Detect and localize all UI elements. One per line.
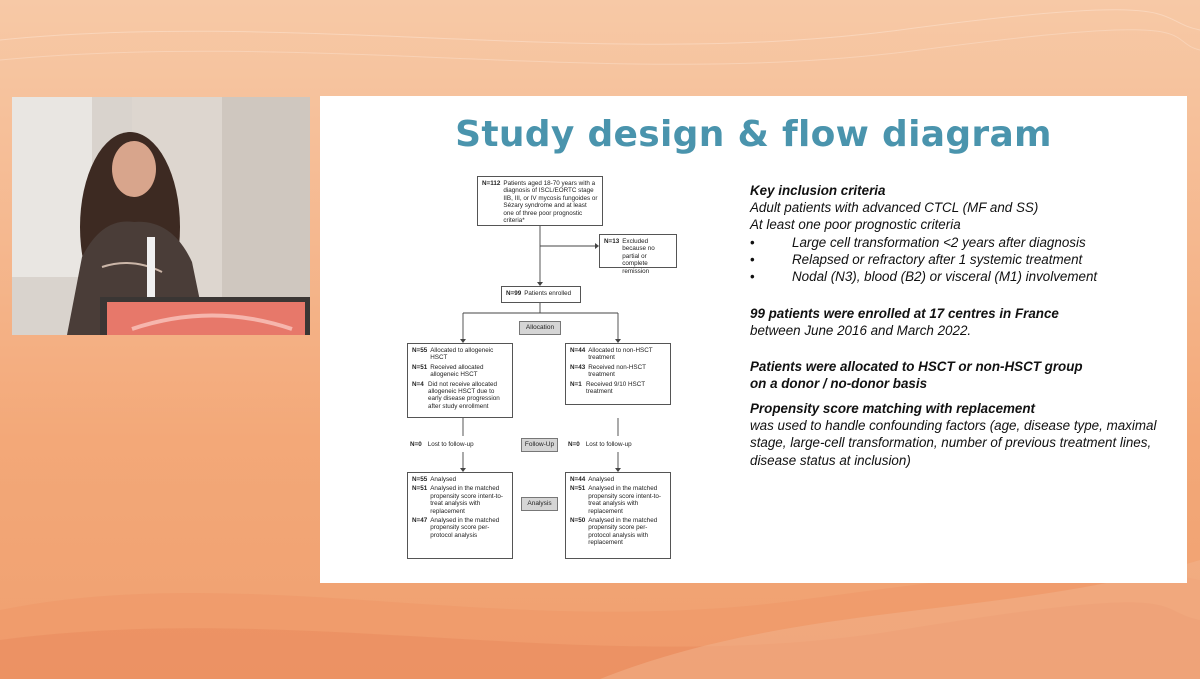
right-analysis-sub1: Analysed in the matched propensity score…: [588, 485, 662, 515]
eligible-n: N=112: [482, 180, 501, 187]
criteria-heading: Key inclusion criteria: [750, 183, 886, 198]
speaker-video: [12, 97, 310, 335]
left-followup-text: Lost to follow-up: [427, 441, 474, 448]
slide-title: Study design & flow diagram: [455, 114, 1052, 155]
criteria-bullet: • Relapsed or refractory after 1 systemic…: [750, 251, 1170, 268]
right-followup-n: N=0: [568, 441, 580, 448]
right-followup: N=0 Lost to follow-up: [568, 441, 632, 448]
bullet-text: Large cell transformation <2 years after…: [792, 234, 1086, 250]
right-followup-text: Lost to follow-up: [585, 441, 632, 448]
right-analysis-text: Analysed: [588, 476, 615, 483]
allocation-statement-2: on a donor / no-donor basis: [750, 375, 928, 391]
bullet-text: Relapsed or refractory after 1 systemic …: [792, 251, 1083, 267]
left-analysis-sub2: Analysed in the matched propensity score…: [430, 517, 500, 539]
left-alloc-sub1: Received allocated allogeneic HSCT: [430, 363, 484, 379]
left-alloc-text: Allocated to allogeneic HSCT: [430, 347, 494, 362]
criteria-panel: Key inclusion criteria Adult patients wi…: [750, 182, 1170, 469]
left-analysis-text: Analysed: [430, 476, 457, 483]
left-analysis-n: N=55: [412, 476, 428, 483]
excluded-n: N=13: [604, 238, 620, 245]
left-analysis-sub2-n: N=47: [412, 517, 428, 525]
bullet-dot: •: [750, 234, 755, 250]
left-alloc-n: N=55: [412, 347, 428, 354]
stage-followup: Follow-Up: [521, 438, 558, 452]
bullet-text: Nodal (N3), blood (B2) or visceral (M1) …: [792, 269, 1098, 285]
flow-connectors: [460, 226, 621, 472]
right-alloc-text: Allocated to non-HSCT treatment: [588, 347, 653, 362]
right-analysis-sub2-n: N=50: [570, 517, 586, 525]
right-analysis-sub2: Analysed in the matched propensity score…: [588, 517, 658, 547]
left-alloc-sub2: Did not receive allocated allogeneic HSC…: [428, 380, 500, 410]
right-analysis-sub1-n: N=51: [570, 485, 586, 493]
criteria-line1: Adult patients with advanced CTCL (MF an…: [750, 200, 1039, 216]
right-alloc-sub2-n: N=1: [570, 380, 582, 388]
criteria-bullet: • Nodal (N3), blood (B2) or visceral (M1)…: [750, 268, 1170, 285]
left-followup-n: N=0: [410, 441, 422, 448]
right-alloc-sub2: Received 9/10 HSCT treatment: [586, 380, 646, 396]
left-analysis-sub1-n: N=51: [412, 485, 428, 493]
stage-analysis: Analysis: [521, 497, 558, 511]
stage-allocation: Allocation: [519, 321, 561, 335]
psm-text: was used to handle confounding factors (…: [750, 418, 1157, 468]
allocation-statement-1: Patients were allocated to HSCT or non-H…: [750, 358, 1083, 374]
left-followup: N=0 Lost to follow-up: [410, 441, 474, 448]
bullet-dot: •: [750, 251, 755, 267]
eligible-text: Patients aged 18-70 years with a diagnos…: [503, 180, 598, 225]
enrolled-text: Patients enrolled: [524, 290, 572, 297]
enrolled-statement: 99 patients were enrolled at 17 centres …: [750, 306, 1059, 322]
speaker-figure: [12, 97, 310, 335]
psm-heading: Propensity score matching with replaceme…: [750, 401, 1036, 417]
enrolled-dates: between June 2016 and March 2022.: [750, 323, 972, 339]
left-alloc-sub2-n: N=4: [412, 380, 424, 388]
bullet-dot: •: [750, 269, 755, 285]
right-alloc-sub1: Received non-HSCT treatment: [588, 363, 646, 379]
excluded-text: Excluded because no partial or complete …: [622, 238, 655, 275]
right-analysis-n: N=44: [570, 476, 586, 483]
right-alloc-n: N=44: [570, 347, 586, 354]
criteria-bullet: • Large cell transformation <2 years afte…: [750, 234, 1170, 251]
enrolled-n: N=99: [506, 290, 522, 297]
right-alloc-sub1-n: N=43: [570, 363, 586, 371]
left-alloc-sub1-n: N=51: [412, 363, 428, 371]
criteria-line2: At least one poor prognostic criteria: [750, 217, 961, 233]
left-analysis-sub1: Analysed in the matched propensity score…: [430, 485, 504, 515]
